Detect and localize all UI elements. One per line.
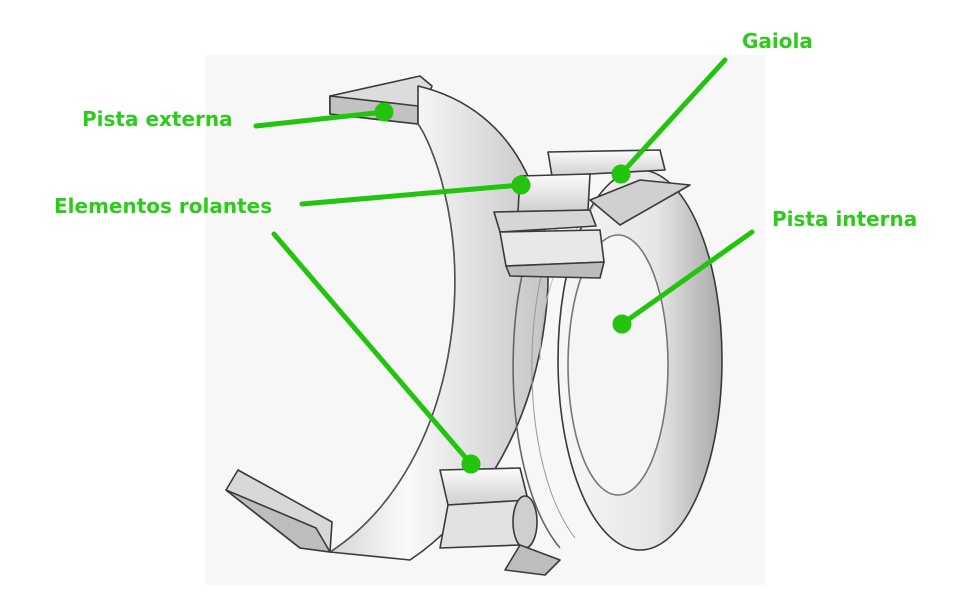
leader-dot-outer-race — [374, 102, 394, 122]
label-cage: Gaiola — [742, 29, 813, 53]
leader-dot-cage — [611, 164, 631, 184]
label-rolling-elements: Elementos rolantes — [54, 194, 272, 218]
cage-top — [493, 149, 691, 279]
leader-lines — [253, 57, 755, 474]
leader-dot-rolling-bottom — [461, 454, 481, 474]
outer-race — [225, 75, 549, 561]
leader-dot-rolling-top — [511, 175, 531, 195]
roller-bottom — [439, 467, 561, 576]
leader-dot-inner-race — [612, 314, 632, 334]
leader-rolling-top — [299, 182, 524, 207]
leader-inner-race — [619, 229, 755, 327]
leader-rolling-bottom — [271, 231, 474, 467]
label-outer-race: Pista externa — [82, 107, 233, 131]
label-inner-race: Pista interna — [772, 207, 917, 231]
labels: Pista externa Gaiola Elementos rolantes … — [54, 29, 917, 231]
leader-outer-race — [253, 109, 387, 129]
leader-cage — [618, 57, 728, 177]
